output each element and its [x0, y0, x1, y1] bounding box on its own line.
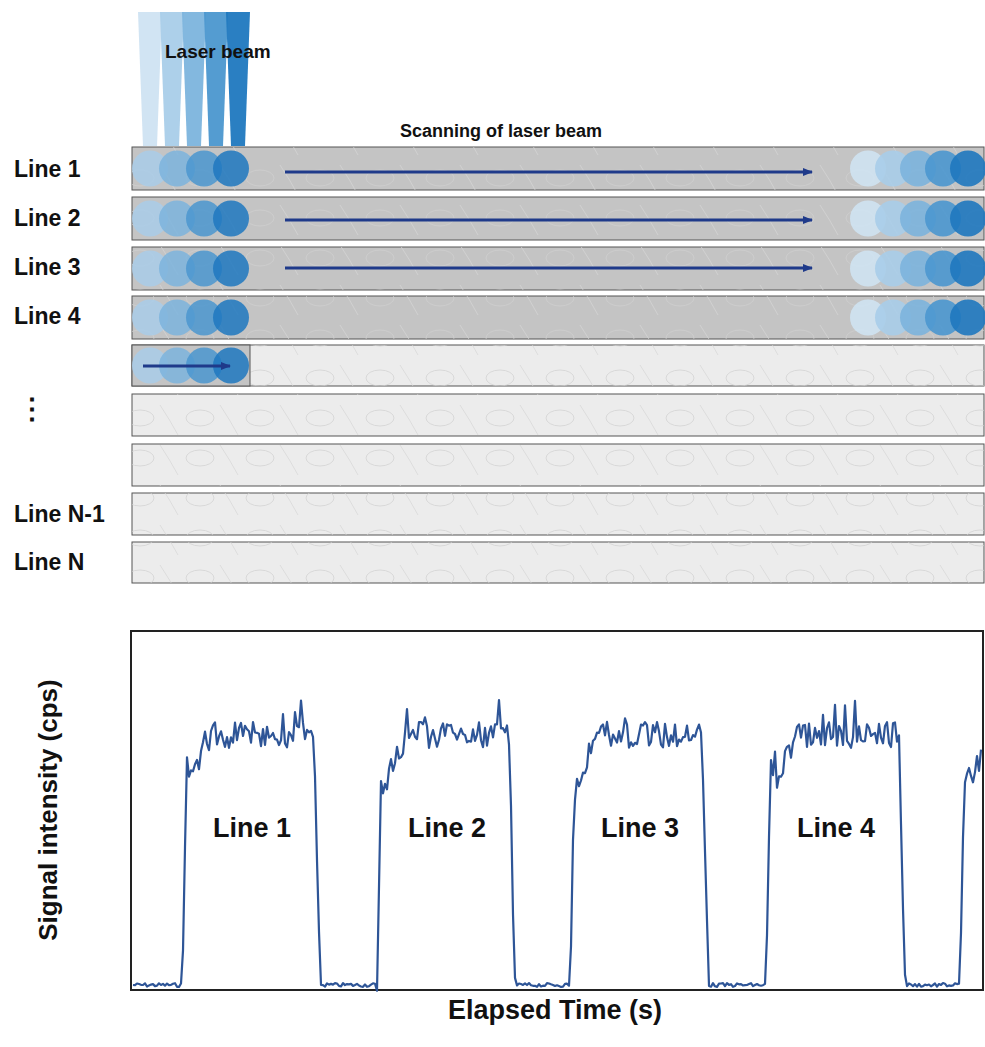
- beam-cone: [226, 12, 250, 146]
- laser-spot: [950, 300, 985, 336]
- scan-label: Scanning of laser beam: [400, 122, 602, 140]
- scanned-segment: [132, 345, 250, 386]
- beam-label: Laser beam: [165, 42, 271, 61]
- line-label: Line 4: [14, 305, 80, 328]
- tissue-texture: [132, 542, 984, 583]
- scan-band: [132, 247, 984, 290]
- scan-band: [132, 493, 984, 535]
- scan-lines: [132, 147, 984, 583]
- scan-band: [132, 345, 984, 386]
- laser-spot: [213, 151, 249, 187]
- laser-spot: [213, 201, 249, 237]
- laser-spot: [950, 151, 985, 187]
- tissue-texture: [132, 247, 984, 290]
- line-label: Line N: [14, 551, 84, 574]
- laser-spot: [950, 201, 985, 237]
- ellipsis: ⋮: [18, 396, 46, 421]
- chart-frame: [131, 631, 983, 990]
- tissue-texture: [132, 444, 984, 486]
- beam-cone: [160, 12, 184, 146]
- tissue-texture: [132, 147, 984, 190]
- line-label: Line 1: [14, 158, 80, 181]
- scan-band: [132, 296, 984, 339]
- beam-cone: [204, 12, 228, 146]
- tissue-texture: [132, 296, 984, 339]
- pulse-label: Line 2: [408, 815, 486, 842]
- scan-band: [132, 197, 984, 240]
- beam-cone: [138, 12, 162, 146]
- signal-trace: [133, 700, 981, 991]
- line-label: Line 3: [14, 256, 80, 279]
- axis-title: Elapsed Time (s): [448, 997, 662, 1024]
- scan-band: [132, 147, 984, 190]
- scan-band: [132, 444, 984, 486]
- beam-cone: [182, 12, 206, 146]
- scan-band: [132, 542, 984, 583]
- pulse-label: Line 3: [601, 815, 679, 842]
- laser-spot: [213, 251, 249, 287]
- laser-spot: [213, 300, 249, 336]
- laser-spot: [950, 251, 985, 287]
- pulse-label: Line 1: [213, 815, 291, 842]
- tissue-texture: [132, 197, 984, 240]
- tissue-texture: [132, 345, 984, 386]
- tissue-texture: [132, 394, 984, 436]
- axis-title: Signal intensity (cps): [35, 679, 61, 941]
- line-label: Line N-1: [14, 503, 105, 526]
- line-label: Line 2: [14, 207, 80, 230]
- scan-band: [132, 394, 984, 436]
- laser-beam: [132, 12, 985, 384]
- pulse-label: Line 4: [797, 815, 875, 842]
- tissue-texture: [132, 493, 984, 535]
- scan-arrows: [143, 172, 812, 366]
